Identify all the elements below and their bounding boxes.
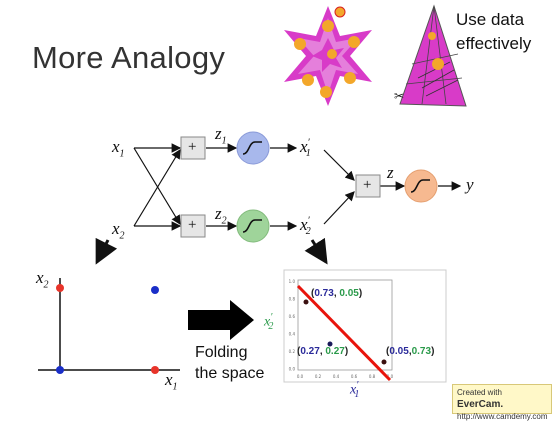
sum-node-output: [355, 174, 381, 198]
plus-symbol-top: +: [188, 139, 197, 155]
label-z: z: [387, 163, 394, 182]
snowflake-image: [284, 6, 372, 106]
label-y: y: [466, 175, 474, 194]
sigmoid-node-blue: [236, 131, 270, 165]
point-a: [303, 299, 309, 305]
separating-line: [296, 284, 392, 382]
original-space-plot: [38, 278, 180, 374]
folded-paper-image: ✂: [394, 4, 467, 107]
label-x1-prime: x′1: [300, 137, 311, 160]
corner-caption: Use data effectively: [456, 8, 531, 56]
left-plot-ylabel: x2: [36, 268, 49, 291]
plot-frame: [297, 279, 393, 371]
badge-line1: Created with EverCam.: [457, 388, 504, 410]
folded-space-plot: 1.0 0.8 0.6 0.4 0.2 0.0 0.0 0.2 0.4 0.6 0.8 1.0: [283, 269, 447, 383]
y-tick-label: 0.2: [289, 349, 296, 354]
x-tick-label: 0.6: [351, 374, 358, 379]
point-red-bottom: [151, 366, 159, 374]
plus-symbol-bottom: +: [188, 217, 197, 233]
point-b-label: (0.27, 0.27): [297, 346, 349, 357]
label-z2: z2: [215, 204, 227, 227]
point-blue-right: [151, 286, 159, 294]
sum-node-top: [180, 136, 206, 160]
x-tick-label: 1.0: [387, 374, 394, 379]
point-c-label: (0.05,0.73): [386, 346, 435, 357]
folding-caption-line2: the space: [195, 365, 265, 382]
right-plot-xlabel: x′1: [350, 380, 360, 401]
point-red-top: [56, 284, 64, 292]
y-tick-label: 0.8: [289, 297, 296, 302]
label-x2-prime: x′2: [300, 215, 311, 238]
point-b: [327, 341, 333, 347]
slide-title: More Analogy: [32, 40, 226, 75]
y-tick-label: 0.6: [289, 314, 296, 319]
corner-caption-line1: Use data: [456, 10, 525, 29]
point-blue-origin: [56, 366, 64, 374]
plus-symbol-output: +: [363, 177, 372, 193]
point-c: [381, 359, 387, 365]
folding-arrow: [188, 300, 254, 340]
sigmoid-node-orange: [404, 169, 438, 203]
folding-caption-line1: Folding: [195, 344, 248, 361]
point-a-label: (0.73, 0.05): [311, 288, 363, 299]
x-tick-label: 0.4: [333, 374, 340, 379]
svg-text:✂: ✂: [394, 89, 404, 103]
label-x2: x2: [112, 219, 125, 242]
badge-line2: http://www.camdemy.com: [457, 412, 548, 421]
evercam-badge[interactable]: Created with EverCam. http://www.camdemy…: [452, 384, 552, 421]
x-tick-label: 0.8: [369, 374, 376, 379]
label-z1: z1: [215, 124, 227, 147]
right-plot-ylabel: x′2: [264, 312, 274, 333]
x-tick-label: 0.0: [297, 374, 304, 379]
x-tick-label: 0.2: [315, 374, 322, 379]
label-x1: x1: [112, 137, 125, 160]
left-plot-xlabel: x1: [165, 370, 178, 393]
corner-caption-line2: effectively: [456, 34, 532, 53]
sum-node-bottom: [180, 214, 206, 238]
y-tick-label: 1.0: [289, 279, 296, 284]
network-diagram: [95, 131, 462, 265]
folding-caption: Folding the space: [195, 342, 264, 384]
y-tick-label: 0.0: [289, 367, 296, 372]
y-tick-label: 0.4: [289, 332, 296, 337]
sigmoid-node-green: [236, 209, 270, 243]
